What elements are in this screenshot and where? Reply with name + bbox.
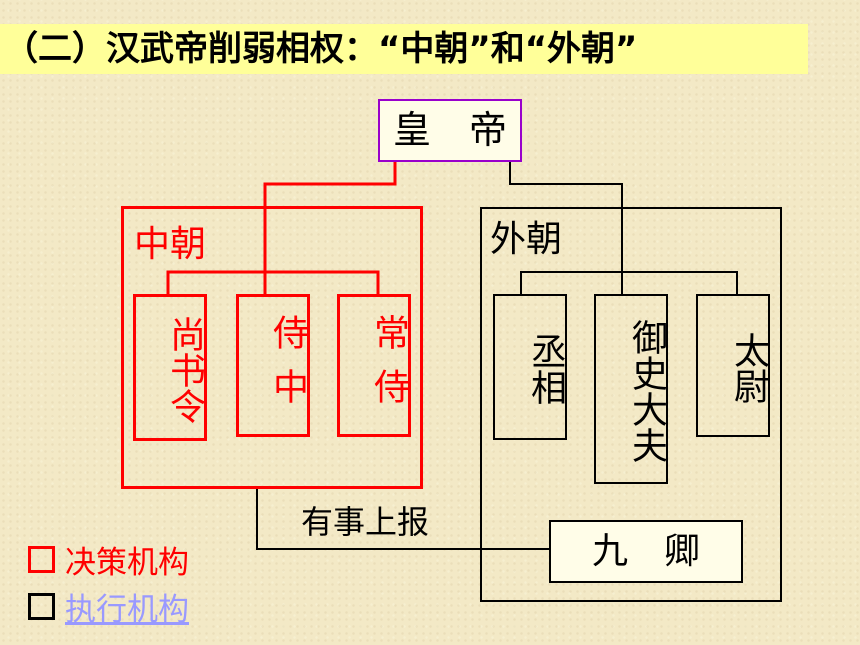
office-changshi: 常侍 — [337, 294, 411, 437]
office-yushidafu: 御史大夫 — [594, 294, 668, 484]
legend-decision: 决策机构 — [28, 537, 189, 582]
inner-branch-line — [166, 270, 380, 294]
inner-court-label: 中朝 — [134, 224, 207, 265]
legend-execution[interactable]: 执行机构 — [28, 584, 189, 629]
legend-red-square-icon — [28, 546, 55, 573]
outer-court-label: 外朝 — [490, 219, 563, 260]
inner-court-frame — [121, 206, 423, 489]
legend-black-square-icon — [28, 593, 55, 620]
slide-title: （二）汉武帝削弱相权：“中朝”和“外朝” — [0, 24, 808, 74]
emperor-to-inner-line — [263, 162, 397, 294]
nine-ministers-box: 九 卿 — [549, 520, 743, 583]
office-chengxiang: 丞相 — [493, 294, 567, 440]
office-taiwei: 太尉 — [696, 294, 770, 437]
report-line — [256, 489, 549, 550]
emperor-to-outer-line — [509, 162, 623, 294]
outer-court-frame — [480, 207, 782, 602]
emperor-box: 皇 帝 — [378, 99, 522, 162]
outer-branch-line — [520, 271, 738, 294]
report-label: 有事上报 — [301, 503, 430, 541]
legend-decision-text: 决策机构 — [65, 545, 189, 581]
office-shangshuling: 尚书令 — [133, 294, 207, 441]
office-shizhong: 侍中 — [236, 294, 310, 437]
legend-execution-link[interactable]: 执行机构 — [65, 592, 189, 628]
